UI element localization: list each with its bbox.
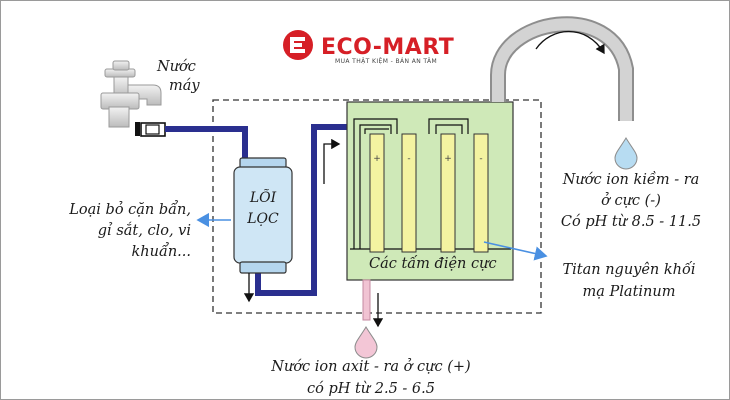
inflow-arrow — [323, 138, 341, 184]
electrodes-label: Các tấm điện cực — [369, 256, 497, 272]
acid-drop-icon — [354, 326, 378, 359]
electrode-plate — [440, 133, 456, 253]
brand-tagline: MUA THẬT KIỆM - BÁN AN TÂM — [335, 58, 438, 65]
water-pipe — [165, 124, 347, 296]
plate-sign-2: - — [407, 154, 410, 164]
outflow-curve-arrow — [535, 30, 605, 55]
filter-label: LÕI LỌC — [247, 190, 279, 227]
valve-icon — [135, 122, 166, 137]
eco-mart-logo-icon — [283, 30, 313, 60]
filter-cartridge — [233, 157, 293, 274]
device-housing — [212, 99, 542, 314]
alkaline-water-label: Nước ion kiềm - ra ở cực (-) Có pH từ 8.… — [560, 172, 702, 230]
electrode-plate — [473, 133, 489, 253]
acid-water-label: Nước ion axit - ra ở cực (+) có pH từ 2.… — [271, 359, 471, 397]
plate-sign-1: + — [373, 154, 381, 164]
tap-water-label: Nước máy — [157, 59, 200, 94]
faucet-icon — [100, 60, 162, 128]
alkaline-drop-icon — [614, 137, 638, 170]
acid-outlet-pipe — [362, 279, 371, 321]
plate-sign-3: + — [444, 154, 452, 164]
electrode-plate — [369, 133, 385, 253]
electrode-plates — [369, 133, 489, 253]
brand-name: ECO-MART — [321, 35, 455, 60]
titanium-label: Titan nguyên khối mạ Platinum — [562, 262, 696, 300]
plate-sign-4: - — [479, 154, 482, 164]
electrode-plate — [401, 133, 417, 253]
plate-signs: + - + - — [373, 154, 482, 164]
titanium-pointer-arrow — [483, 241, 548, 261]
impurities-label: Loại bỏ cặn bẩn, gỉ sắt, clo, vi khuẩn..… — [69, 202, 191, 260]
